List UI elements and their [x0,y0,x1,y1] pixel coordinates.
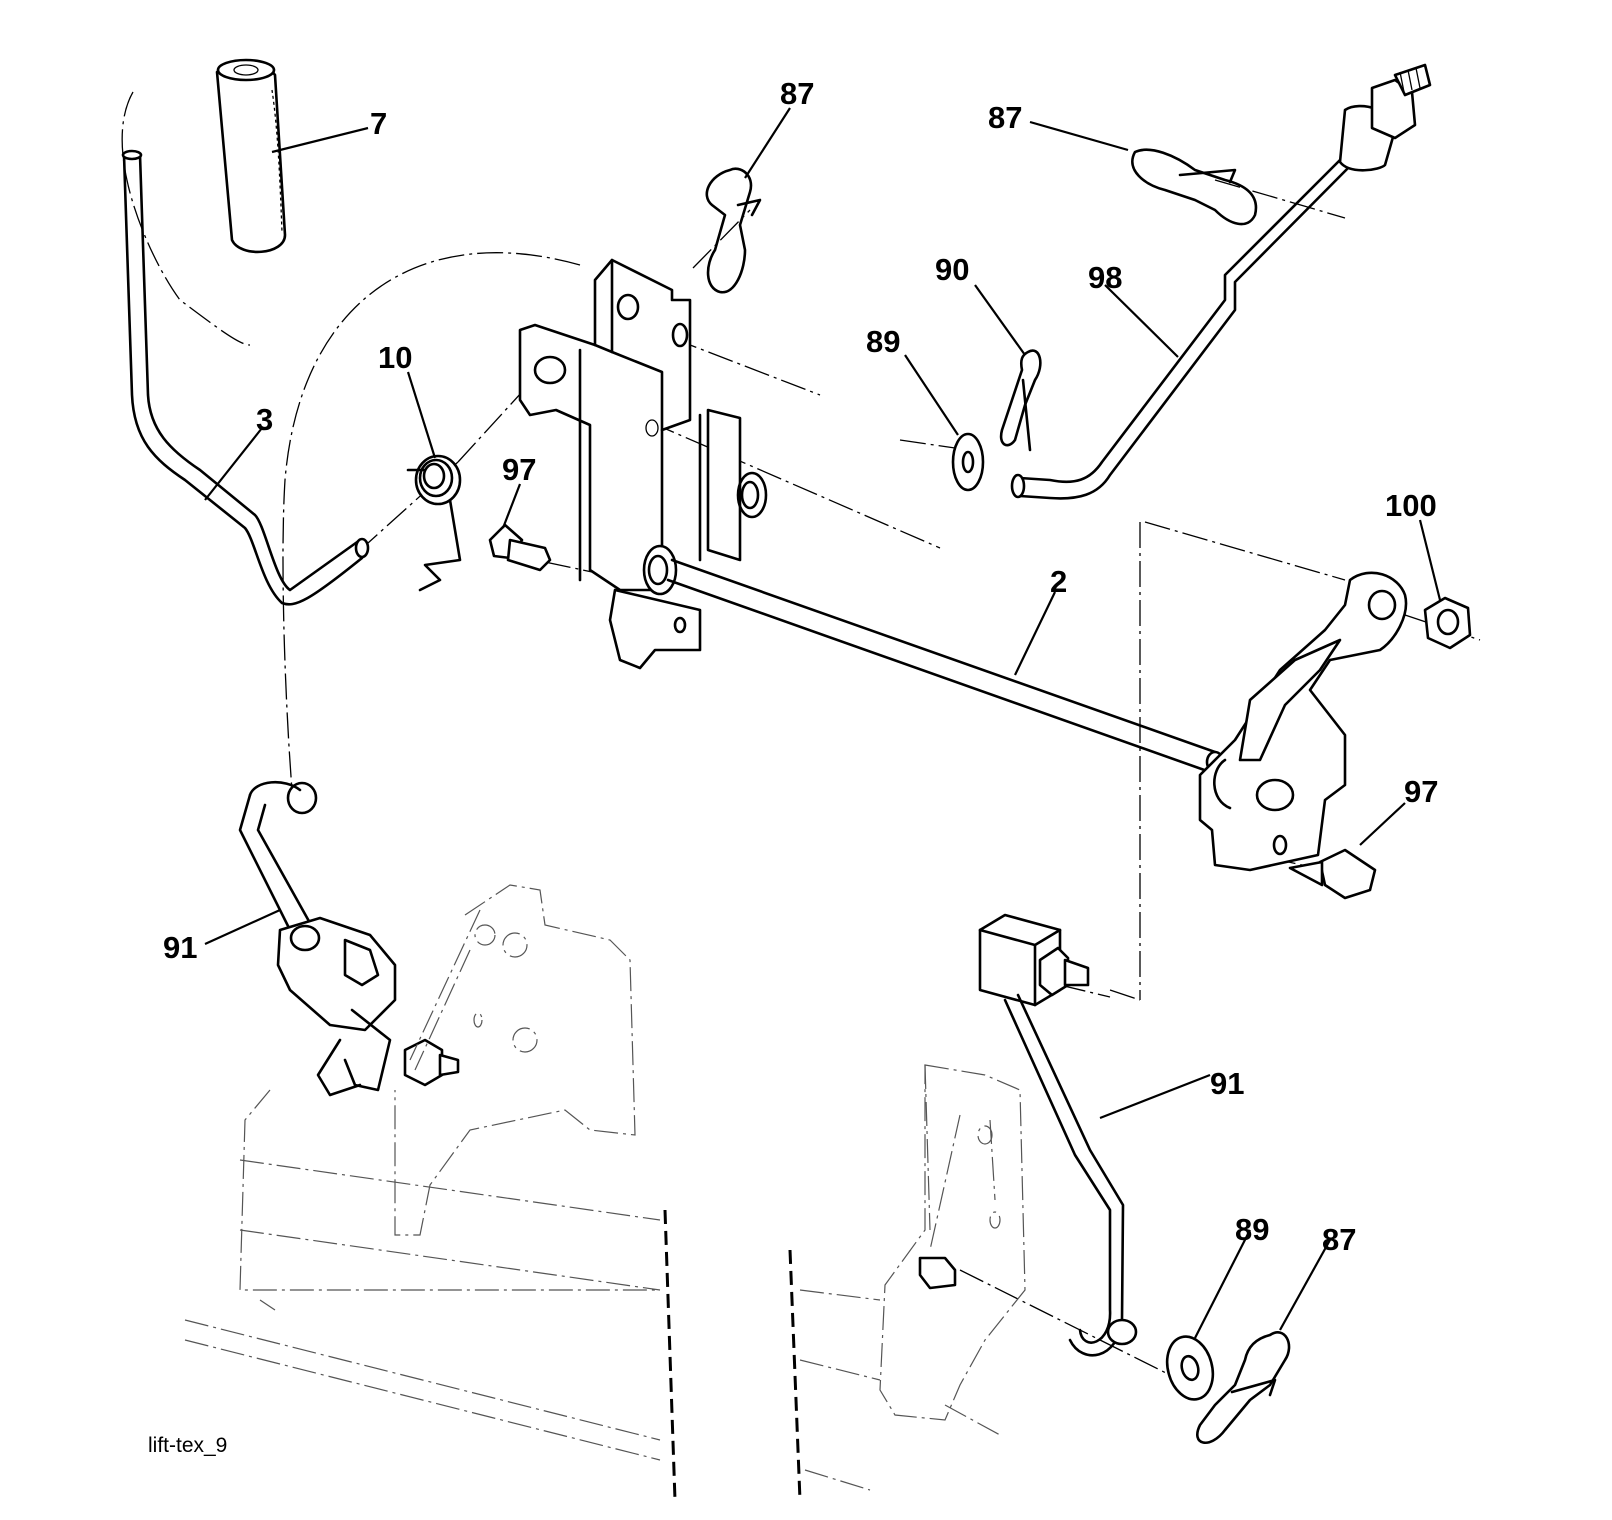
callout-97-upper: 97 [502,452,536,487]
callout-leaders [204,107,1442,1339]
callout-98: 98 [1088,260,1122,295]
callout-100: 100 [1385,488,1437,523]
callout-labels: 7 87 87 90 98 89 10 3 97 100 2 97 91 91 … [148,76,1438,1457]
adjustment-rod-98 [1010,63,1432,500]
handle-grip-7 [215,58,287,254]
callout-87-upper-right: 87 [988,100,1022,135]
callout-89-upper: 89 [866,324,900,359]
main-bracket [518,258,768,670]
hairpin-clip-87-top [705,167,762,294]
screw-97-lower [1288,848,1377,900]
callout-87-top: 87 [780,76,814,111]
callout-89-lower: 89 [1235,1212,1269,1247]
callout-10: 10 [378,340,412,375]
torsion-spring-10 [406,454,462,592]
left-deck-bracket [394,884,636,1236]
right-deck-shell [788,1249,1001,1501]
lift-link-91-left [238,780,460,1097]
hairpin-clip-87-upper-right [1131,148,1258,226]
callout-91-left: 91 [163,930,197,965]
figure-caption: lift-tex_9 [148,1434,227,1457]
lift-lever-rod-3 [121,149,370,606]
callout-3: 3 [256,402,273,437]
nut-100 [1423,596,1472,650]
right-lift-arm [1198,571,1408,872]
screw-97-upper [488,523,552,572]
callout-91-right: 91 [1210,1066,1244,1101]
lift-link-91-right [978,913,1138,1357]
callout-90: 90 [935,252,969,287]
washer-89-upper [951,432,985,492]
callout-7: 7 [370,106,387,141]
callout-97-lower: 97 [1404,774,1438,809]
left-deck-shell [184,1089,677,1501]
callout-87-lower: 87 [1322,1222,1356,1257]
right-deck-bracket [879,1064,1026,1421]
callout-2: 2 [1050,564,1067,599]
hairpin-clip-87-lower [1196,1331,1291,1445]
washer-89-lower [1165,1335,1215,1401]
cotter-pin-90 [999,349,1042,452]
